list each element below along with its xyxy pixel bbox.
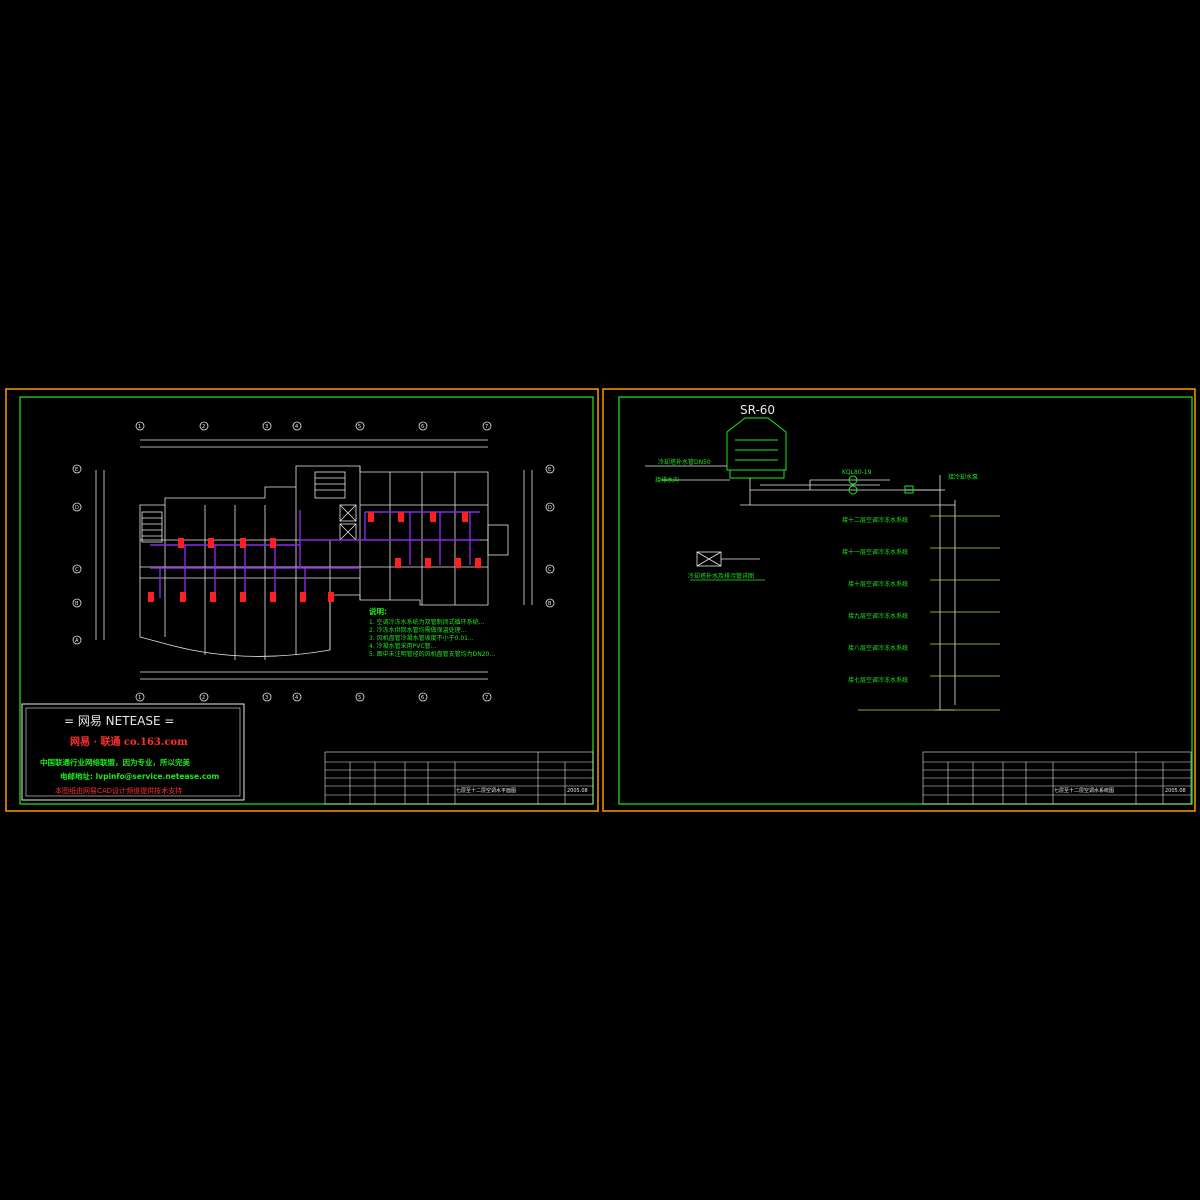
floor-plan xyxy=(95,439,533,680)
axis-top-label: 6 xyxy=(421,424,424,430)
floor-branch-lines xyxy=(858,515,1000,711)
system-piping xyxy=(645,465,956,711)
axis-right-label: D xyxy=(548,505,552,511)
cooling-tower xyxy=(726,417,787,479)
netease-stamp: = 网易 NETEASE = 网易 · 联通 co.163.com 中国联通行业… xyxy=(21,703,245,801)
stamp-line-2: 网易 · 联通 co.163.com xyxy=(70,735,188,748)
stamp-line-5: 本图纸由网易CAD设计频道提供技术支持 xyxy=(55,786,182,795)
axis-left-label: A xyxy=(75,638,79,644)
makeup-water-label: 冷却塔补水管DN50 xyxy=(658,458,711,466)
branch-11: 接十一层空调冷冻水系统 xyxy=(842,548,908,556)
right-sheet-frame xyxy=(602,388,1196,812)
axis-top-label: 2 xyxy=(202,424,205,430)
branch-9: 接九层空调冷冻水系统 xyxy=(848,612,908,620)
axis-bottom-label: 2 xyxy=(202,695,205,701)
stamp-line-4: 电邮地址: lvpinfo@service.netease.com xyxy=(60,771,220,781)
axis-bottom-label: 5 xyxy=(358,695,361,701)
right-drawing-title: 七层至十二层空调水系统图 xyxy=(1054,787,1114,794)
left-inner-border xyxy=(19,396,594,805)
note-5: 5. 图中未注明管径的风机盘管支管均为DN20... xyxy=(369,650,495,658)
axis-top-label: 1 xyxy=(138,424,141,430)
axis-bottom-label: 4 xyxy=(295,695,298,701)
axis-top-label: 5 xyxy=(358,424,361,430)
right-title-block xyxy=(922,751,1192,805)
axis-bottom-label: 3 xyxy=(265,695,268,701)
axis-right-label: C xyxy=(548,567,552,573)
axis-right-label: B xyxy=(548,601,552,607)
branch-10: 接十层空调冷冻水系统 xyxy=(848,580,908,588)
axis-left-label: C xyxy=(75,567,79,573)
notes-block: 说明: 1. 空调冷冻水系统为双管制闭式循环系统... 2. 冷冻水供回水管均需… xyxy=(369,606,495,658)
branch-12: 接十二层空调冷冻水系统 xyxy=(842,516,908,524)
floor-branch-labels: 接十二层空调冷冻水系统 接十一层空调冷冻水系统 接十层空调冷冻水系统 接九层空调… xyxy=(842,516,908,684)
axis-top-label: 3 xyxy=(265,424,268,430)
left-sheet-frame xyxy=(5,388,599,812)
detail-label: 冷却塔补水及排污管详图 xyxy=(688,572,754,580)
axis-top-label: 4 xyxy=(295,424,298,430)
axis-left-label: B xyxy=(75,601,79,607)
axis-right-label: E xyxy=(548,467,551,473)
pump-label: KQL80-19 xyxy=(842,469,872,476)
axis-bottom-label: 1 xyxy=(138,695,141,701)
axis-bottom-label: 6 xyxy=(421,695,424,701)
fan-coil-units xyxy=(148,512,481,602)
axis-left-label: E xyxy=(75,467,78,473)
note-4: 4. 冷凝水管采用PVC管... xyxy=(369,642,436,650)
stamp-line-3: 中国联通行业网络联盟，因为专业，所以完美 xyxy=(40,757,190,767)
branch-7: 接七层空调冷冻水系统 xyxy=(848,676,908,684)
note-1: 1. 空调冷冻水系统为双管制闭式循环系统... xyxy=(369,618,484,626)
pump-note: 接冷却水泵 xyxy=(948,473,978,481)
axis-top-label: 7 xyxy=(485,424,488,430)
drain-label: 接排水沟 xyxy=(655,476,679,484)
chilled-water-pipes xyxy=(150,510,480,598)
axis-left-label: D xyxy=(75,505,79,511)
right-inner-border xyxy=(618,396,1193,805)
note-3: 3. 风机盘管冷凝水管坡度不小于0.01... xyxy=(369,634,474,642)
axis-bottom-label: 7 xyxy=(485,695,488,701)
stamp-line-1: = 网易 NETEASE = xyxy=(64,714,174,728)
left-date: 2005.08 xyxy=(567,788,588,794)
right-date: 2005.08 xyxy=(1165,788,1186,794)
axis-bubbles xyxy=(72,421,555,702)
tower-label: SR-60 xyxy=(740,403,775,417)
left-drawing-title: 七层至十二层空调水平面图 xyxy=(456,787,516,794)
pumps xyxy=(848,475,914,495)
makeup-detail xyxy=(690,551,765,581)
notes-title: 说明: xyxy=(369,606,387,616)
branch-8: 接八层空调冷冻水系统 xyxy=(848,644,908,652)
note-2: 2. 冷冻水供回水管均需做保温处理... xyxy=(369,626,466,634)
left-title-block xyxy=(324,751,594,805)
